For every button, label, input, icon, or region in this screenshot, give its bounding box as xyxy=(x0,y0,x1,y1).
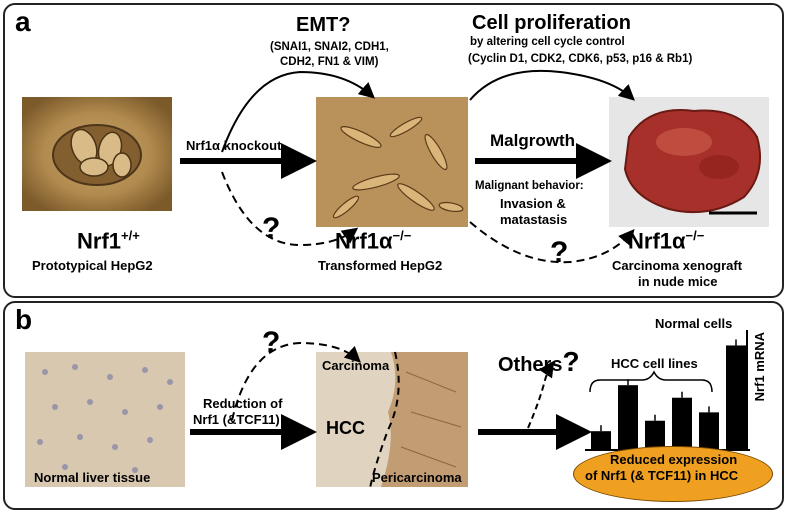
xenograft-tumor-image xyxy=(609,97,769,227)
emt-genes-line2: CDH2, FN1 & VIM) xyxy=(280,56,379,68)
malgrowth-label: Malgrowth xyxy=(490,131,575,150)
hepg2-transformed-image xyxy=(316,97,468,227)
reduction-label-line2: Nrf1 (&TCF11) xyxy=(193,412,280,427)
question-mark-a2: ? xyxy=(550,236,569,269)
chart-bar xyxy=(618,385,638,450)
cell2-name: Nrf1α−/− xyxy=(335,228,412,254)
panel-b-letter: b xyxy=(15,304,33,335)
tumor-boundary xyxy=(369,351,400,489)
dashed-arrow-2 xyxy=(469,221,635,264)
reduced-expression-line1: Reduced expression xyxy=(610,452,738,467)
metastasis-label: matastasis xyxy=(500,212,568,227)
emt-title: EMT? xyxy=(296,14,351,36)
reduced-expression-line2: of Nrf1 (& TCF11) in HCC xyxy=(585,468,739,483)
emt-genes-line1: (SNAI1, SNAI2, CDH1, xyxy=(270,41,389,53)
proliferation-subtitle: by altering cell cycle control xyxy=(470,36,625,48)
normal-liver-tissue-image xyxy=(25,352,185,487)
invasion-label: Invasion & xyxy=(500,196,566,211)
hcc-label: HCC xyxy=(326,418,365,438)
proliferation-title: Cell proliferation xyxy=(472,12,631,34)
panel-a-letter: a xyxy=(15,6,31,37)
proliferation-arrow xyxy=(469,69,635,101)
dashed-arrow-3 xyxy=(231,341,361,421)
chart-bar xyxy=(645,420,665,450)
chart-ylabel: Nrf1 mRNA xyxy=(752,332,767,402)
hcc-bracket xyxy=(589,370,713,393)
cell2-description: Transformed HepG2 xyxy=(318,258,443,273)
chart-bar xyxy=(591,431,611,450)
hcc-tissue-image xyxy=(316,352,468,487)
normal-cells-label: Normal cells xyxy=(655,316,733,331)
reduced-expression-badge xyxy=(573,446,773,502)
cell1-name: Nrf1+/+ xyxy=(77,228,140,254)
carcinoma-label: Carcinoma xyxy=(322,358,390,373)
reduction-label-line1: Reduction of xyxy=(203,396,283,411)
others-arrow xyxy=(527,360,555,429)
cell3-description-line1: Carcinoma xenograft xyxy=(612,258,743,273)
question-mark-a1: ? xyxy=(262,212,281,245)
cell3-name: Nrf1α−/− xyxy=(628,228,705,254)
normal-liver-label: Normal liver tissue xyxy=(34,470,151,485)
cell3-description-line2: in nude mice xyxy=(638,274,718,289)
hcc-cell-lines-label: HCC cell lines xyxy=(611,356,698,371)
question-mark-b1: ? xyxy=(262,326,281,359)
chart-bar xyxy=(699,412,719,450)
chart-bar xyxy=(672,397,692,450)
nrf1-mrna-chart xyxy=(585,330,750,451)
dashed-arrow-1 xyxy=(221,171,359,247)
others-label: Others? xyxy=(498,346,580,377)
proliferation-genes: (Cyclin D1, CDK2, CDK6, p53, p16 & Rb1) xyxy=(468,53,693,65)
malignant-behavior-label: Malignant behavior: xyxy=(475,180,584,192)
cell1-description: Prototypical HepG2 xyxy=(32,258,153,273)
chart-bar xyxy=(726,345,746,450)
hepg2-prototypical-image xyxy=(22,97,172,211)
emt-arrow xyxy=(221,70,375,153)
pericarcinoma-label: Pericarcinoma xyxy=(372,470,462,485)
knockout-label: Nrf1α knockout xyxy=(186,138,282,153)
